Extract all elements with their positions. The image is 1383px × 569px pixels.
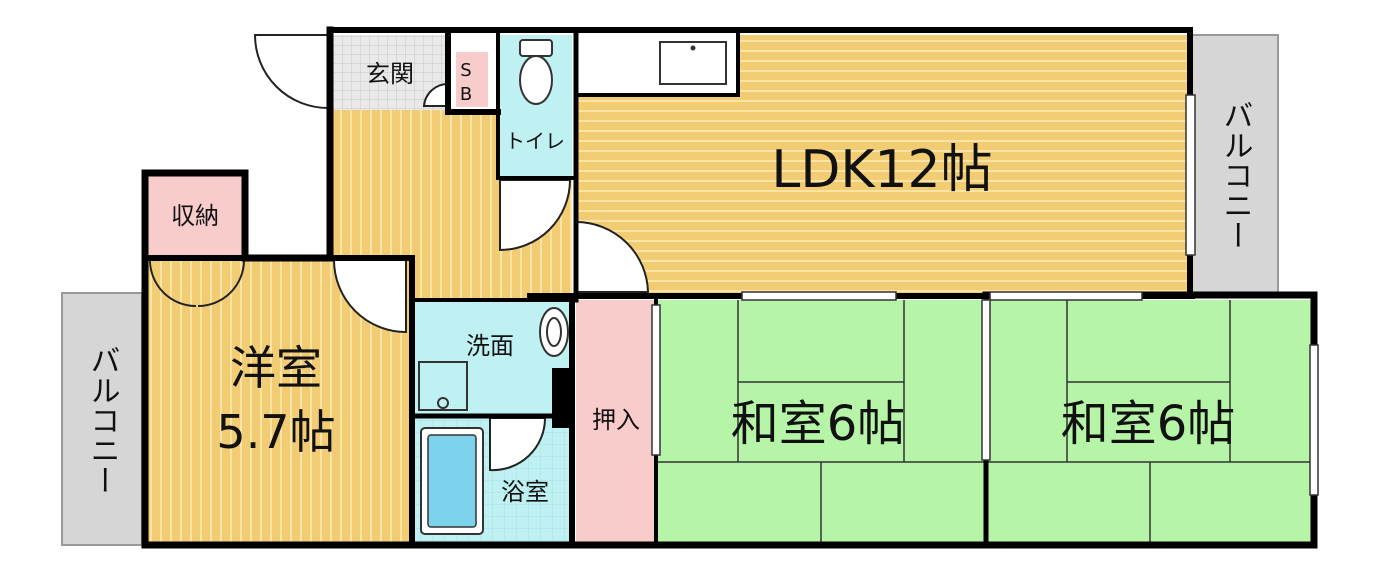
balcony-right <box>1191 34 1279 294</box>
washroom-label: 洗面 <box>466 332 514 360</box>
japanese-room-2-label: 和室6帖 <box>1061 396 1236 452</box>
ldk-floor <box>576 35 1190 293</box>
door-swings <box>149 82 650 472</box>
storage-floor <box>145 173 245 258</box>
ldk-label: LDK12帖 <box>771 140 992 200</box>
balcony-right-label: バルコニー <box>1218 100 1253 250</box>
closet-label: 押入 <box>592 406 640 434</box>
shoe-box-label-s: S <box>460 60 471 81</box>
entrance-door-swing <box>253 34 329 109</box>
western-room-label-line2: 5.7帖 <box>216 405 335 459</box>
closet-floor <box>576 300 656 545</box>
balcony-left <box>61 292 143 546</box>
toilet-icon <box>519 39 553 105</box>
tatami-lines-2 <box>986 300 1314 545</box>
tatami-lines-1 <box>656 300 986 545</box>
kitchen-sink-icon <box>659 41 727 85</box>
western-room-label-line1: 洋室 <box>230 341 322 395</box>
japanese-room-1-label: 和室6帖 <box>731 396 906 452</box>
shoe-box-label-b: B <box>460 84 472 105</box>
storage-label: 収納 <box>171 202 219 230</box>
bathroom-label: 浴室 <box>501 478 549 506</box>
bathtub-icon <box>420 427 484 535</box>
entrance-label: 玄関 <box>366 60 414 88</box>
wash-basin-icon <box>539 307 569 357</box>
balcony-left-label: バルコニー <box>85 345 120 495</box>
toilet-label: トイレ <box>505 129 565 153</box>
washing-machine-icon <box>418 361 468 411</box>
shoe-box-area <box>456 52 488 107</box>
windows <box>651 94 1319 496</box>
